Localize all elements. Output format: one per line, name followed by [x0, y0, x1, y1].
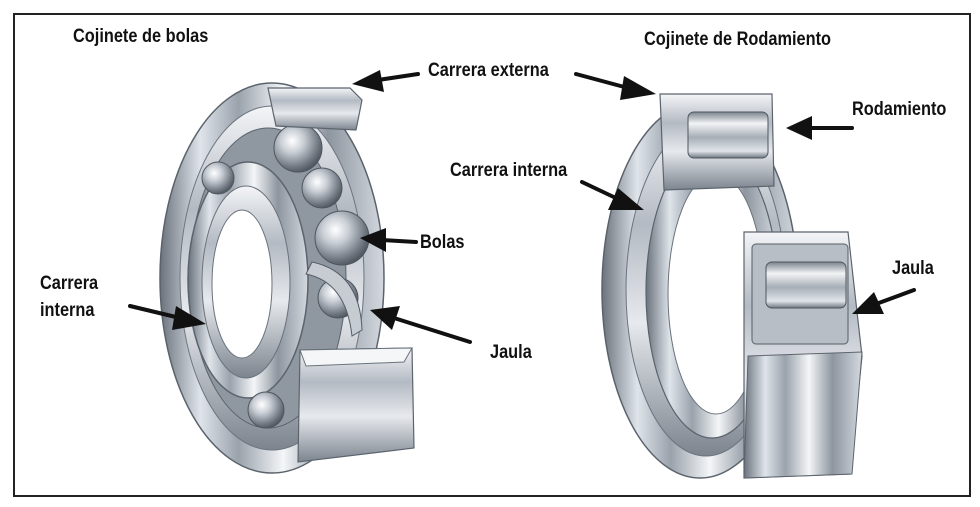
arrow-roller — [786, 116, 812, 140]
ball-top — [273, 123, 323, 173]
label-inner-race-left: Carrera interna — [40, 273, 99, 321]
label-roller: Rodamiento — [852, 99, 947, 120]
arrow-inner-race-right — [608, 188, 644, 210]
cage-left — [305, 261, 363, 337]
arrow-outer-race-right — [620, 76, 656, 100]
arrow-inner-race-left — [172, 306, 206, 330]
label-cage-left: Jaula — [490, 342, 532, 363]
arrow-balls — [360, 228, 386, 252]
roller-bottom — [765, 261, 847, 309]
title-roller-bearing: Cojinete de Rodamiento — [644, 29, 832, 50]
label-outer-race: Carrera externa — [428, 60, 549, 81]
label-balls: Bolas — [420, 232, 465, 253]
arrow-cage-left — [370, 306, 400, 330]
title-ball-bearing: Cojinete de bolas — [73, 26, 209, 47]
arrow-cage-right — [852, 292, 884, 314]
arrow-outer-race-left — [352, 70, 384, 92]
roller-top — [687, 111, 769, 159]
arrow-group — [128, 70, 916, 344]
outer-race-cutout-top — [267, 87, 363, 131]
label-cage-right: Jaula — [892, 258, 934, 279]
label-inner-race-right: Carrera interna — [450, 160, 568, 181]
ball-bearing-figure — [159, 82, 415, 474]
roller-bearing-figure — [601, 93, 863, 479]
